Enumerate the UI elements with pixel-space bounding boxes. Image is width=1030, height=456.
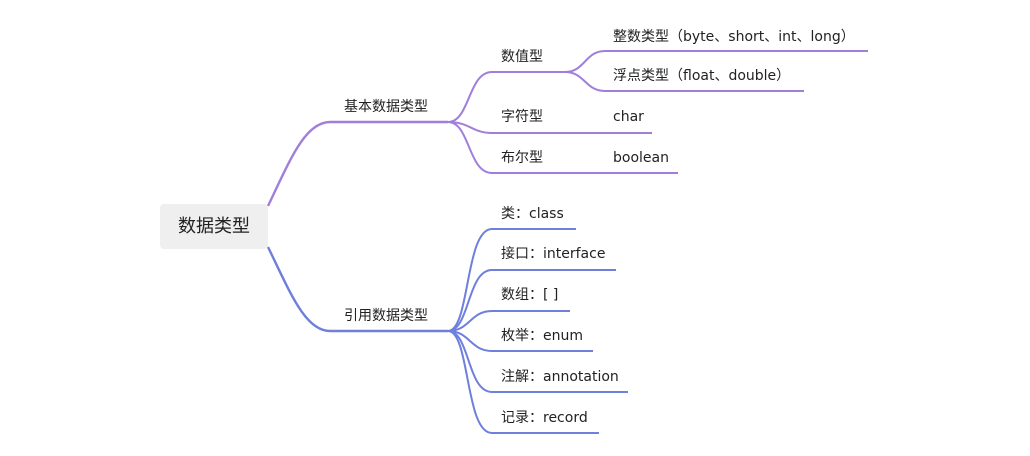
node-integer-types[interactable]: 整数类型（byte、short、int、long） bbox=[613, 29, 855, 45]
connector-class bbox=[447, 228, 493, 332]
node-bool-type[interactable]: 布尔型 bbox=[501, 150, 543, 166]
connector-float bbox=[564, 71, 606, 92]
branch-basic-label[interactable]: 基本数据类型 bbox=[344, 99, 428, 115]
node-numeric[interactable]: 数值型 bbox=[501, 49, 543, 65]
node-char[interactable]: char bbox=[613, 109, 644, 125]
connector-numeric bbox=[447, 71, 493, 123]
node-interface[interactable]: 接口：interface bbox=[501, 246, 606, 262]
root-node[interactable]: 数据类型 bbox=[160, 204, 268, 249]
branch-reference-label[interactable]: 引用数据类型 bbox=[344, 308, 428, 324]
node-boolean[interactable]: boolean bbox=[613, 150, 669, 166]
node-float-types[interactable]: 浮点类型（float、double） bbox=[613, 68, 791, 84]
connector-root-basic bbox=[266, 120, 331, 207]
node-annotation[interactable]: 注解：annotation bbox=[501, 369, 619, 385]
node-enum[interactable]: 枚举：enum bbox=[501, 328, 583, 344]
node-char-type[interactable]: 字符型 bbox=[501, 109, 543, 125]
connector-interface bbox=[447, 269, 493, 332]
connector-record bbox=[447, 330, 493, 434]
root-node-label: 数据类型 bbox=[178, 216, 250, 237]
node-class[interactable]: 类：class bbox=[501, 206, 564, 222]
connector-bool-type bbox=[447, 121, 493, 174]
connector-integer bbox=[564, 50, 606, 73]
node-record[interactable]: 记录：record bbox=[501, 410, 588, 426]
connector-root-reference bbox=[266, 246, 331, 333]
node-array[interactable]: 数组：[ ] bbox=[501, 287, 559, 303]
